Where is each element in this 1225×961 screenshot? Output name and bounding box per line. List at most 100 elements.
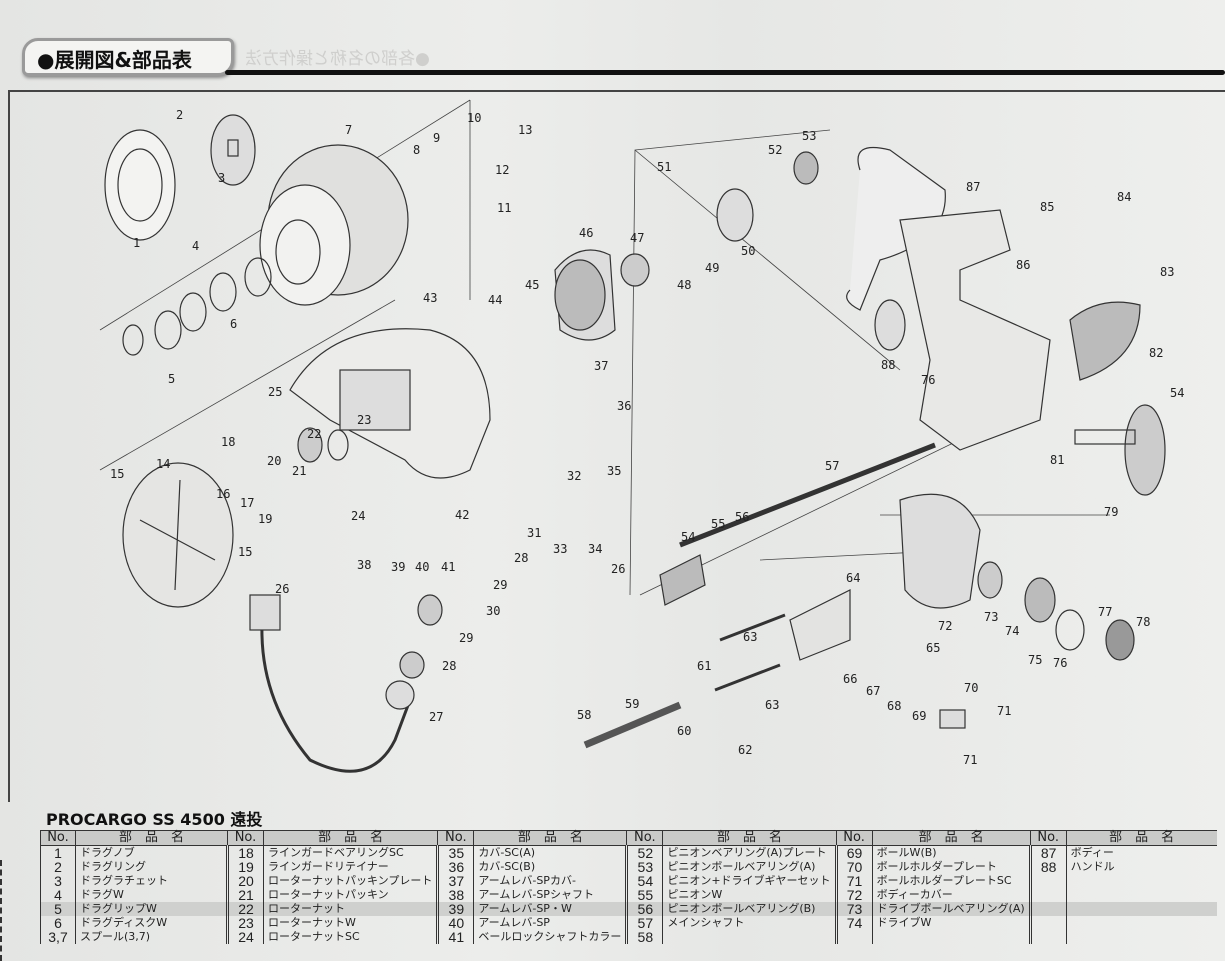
part-number-label: 13 xyxy=(518,123,533,137)
part-name: ラインガードリテイナー xyxy=(262,860,438,874)
part-number: 39 xyxy=(436,902,474,916)
column-header-no: No. xyxy=(626,830,663,846)
section-tab: ●展開図&部品表 xyxy=(22,38,234,76)
part-number-label: 84 xyxy=(1117,190,1132,204)
part-number-label: 74 xyxy=(1005,624,1020,638)
part-number xyxy=(834,930,873,944)
part-number xyxy=(1028,902,1067,916)
part-number: 2 xyxy=(40,860,76,874)
part-number-label: 71 xyxy=(963,753,978,767)
part-number: 87 xyxy=(1028,845,1067,860)
diagram-frame xyxy=(8,90,1225,802)
part-number-label: 75 xyxy=(1028,653,1043,667)
part-number-label: 58 xyxy=(577,708,592,722)
part-number-label: 50 xyxy=(741,244,756,258)
parts-list-title: PROCARGO SS 4500 遠投 xyxy=(46,810,263,829)
part-number: 3,7 xyxy=(40,930,76,944)
part-number-label: 88 xyxy=(881,358,896,372)
part-number-label: 34 xyxy=(588,542,603,556)
part-name: ドラグW xyxy=(75,888,228,902)
part-number-label: 45 xyxy=(525,278,540,292)
part-number-label: 59 xyxy=(625,697,640,711)
part-name: ボールホルダープレートSC xyxy=(871,874,1031,888)
part-number: 72 xyxy=(834,888,873,902)
part-number-label: 56 xyxy=(735,510,750,524)
part-number-label: 11 xyxy=(497,201,512,215)
part-number: 5 xyxy=(40,902,76,916)
part-number-label: 1 xyxy=(133,236,141,250)
part-number-label: 21 xyxy=(292,464,307,478)
part-number-label: 63 xyxy=(765,698,780,712)
part-name: アームレバ-SP xyxy=(473,916,627,930)
part-number: 56 xyxy=(625,902,663,916)
part-number-label: 26 xyxy=(611,562,626,576)
part-number-label: 15 xyxy=(110,467,125,481)
part-number: 37 xyxy=(436,874,474,888)
part-number-label: 2 xyxy=(176,108,184,122)
part-name: アームレバ-SPカバ- xyxy=(473,874,627,888)
part-number-label: 47 xyxy=(630,231,645,245)
column-header-name: 部 品 名 xyxy=(473,830,627,846)
part-name: ドライブW xyxy=(871,916,1031,930)
part-number-label: 85 xyxy=(1040,200,1055,214)
part-number-label: 71 xyxy=(997,704,1012,718)
part-number: 41 xyxy=(436,930,474,944)
part-number-label: 17 xyxy=(240,496,255,510)
part-name: ドラグディスクW xyxy=(75,916,228,930)
part-number-label: 14 xyxy=(156,457,171,471)
spool-part xyxy=(259,144,409,306)
part-number-label: 10 xyxy=(467,111,482,125)
one-way-clutch-parts xyxy=(620,151,819,287)
part-number-label: 52 xyxy=(768,143,783,157)
part-number-label: 78 xyxy=(1136,615,1151,629)
part-number xyxy=(1028,874,1067,888)
main-shaft-part xyxy=(679,442,936,548)
part-number-label: 79 xyxy=(1104,505,1119,519)
part-number-label: 86 xyxy=(1016,258,1031,272)
part-number-label: 53 xyxy=(802,129,817,143)
rotor-nut-part xyxy=(297,427,349,463)
part-name: アームレバ-SP・W xyxy=(473,902,627,916)
part-number-label: 32 xyxy=(567,469,582,483)
part-number-label: 63 xyxy=(743,630,758,644)
part-number-label: 38 xyxy=(357,558,372,572)
part-number-label: 87 xyxy=(966,180,981,194)
part-number-label: 20 xyxy=(267,454,282,468)
part-number-label: 29 xyxy=(459,631,474,645)
part-number xyxy=(1028,930,1067,944)
part-name: ラインガードベアリングSC xyxy=(262,845,438,860)
part-number-label: 15 xyxy=(238,545,253,559)
part-number-label: 6 xyxy=(230,317,238,331)
part-number-label: 12 xyxy=(495,163,510,177)
part-name: ピニオン+ドライブギヤーセット xyxy=(662,874,837,888)
part-number: 6 xyxy=(40,916,76,930)
part-number: 53 xyxy=(625,860,663,874)
part-number-label: 19 xyxy=(258,512,273,526)
bail-wire-part xyxy=(249,594,415,773)
part-number: 38 xyxy=(436,888,474,902)
part-number: 55 xyxy=(625,888,663,902)
part-number-label: 67 xyxy=(866,684,881,698)
part-number-label: 5 xyxy=(168,372,176,386)
section-title: ●展開図&部品表 xyxy=(37,48,192,72)
part-number-label: 77 xyxy=(1098,605,1113,619)
part-number-label: 37 xyxy=(594,359,609,373)
part-number: 22 xyxy=(226,902,264,916)
part-number-label: 60 xyxy=(677,724,692,738)
part-number-label: 9 xyxy=(433,131,441,145)
part-name: ボディー xyxy=(1065,845,1217,860)
part-number-label: 18 xyxy=(221,435,236,449)
part-name: ローターナットW xyxy=(262,916,438,930)
column-header-no: No. xyxy=(40,830,76,846)
part-number-label: 76 xyxy=(1053,656,1068,670)
part-name: ピニオンボールベアリング(B) xyxy=(662,902,837,916)
part-number-label: 55 xyxy=(711,517,726,531)
part-number-label: 54 xyxy=(681,530,696,544)
